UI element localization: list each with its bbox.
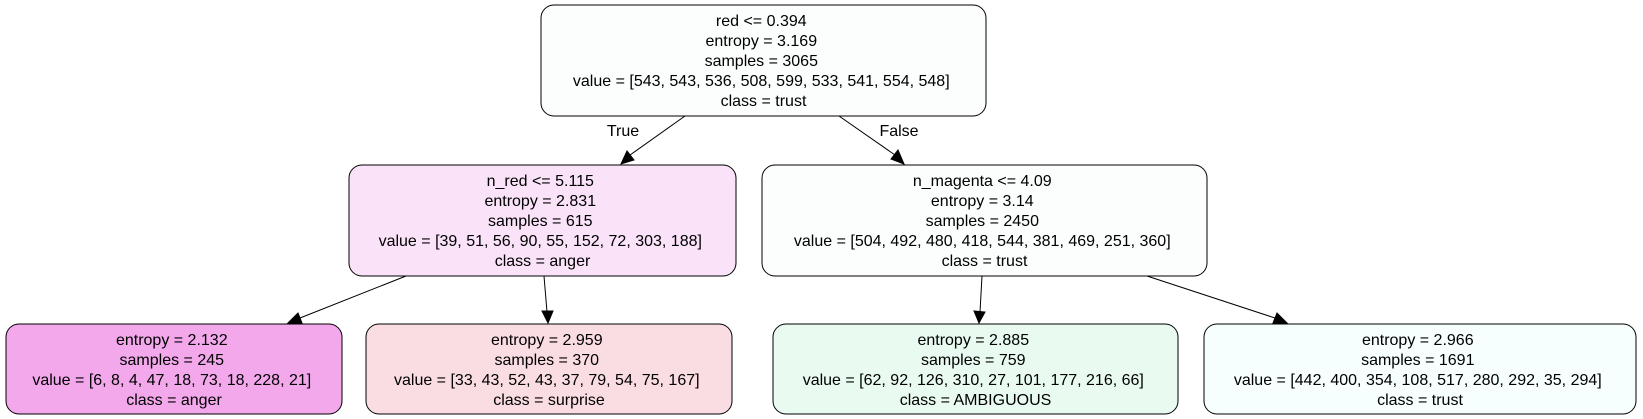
leaf-right-right-value: value = [442, 400, 354, 108, 517, 280, 2… [1234,372,1602,389]
tree-leaf-right-right: entropy = 2.966 samples = 1691 value = [… [1203,323,1637,415]
tree-node-root: red <= 0.394 entropy = 3.169 samples = 3… [540,4,987,117]
edge-root-right: False [838,115,919,165]
node-left-samples: samples = 615 [488,213,593,230]
node-right-entropy: entropy = 3.14 [931,193,1034,210]
node-box-right-left [772,323,1179,415]
node-right-value: value = [504, 492, 480, 418, 544, 381, 4… [794,233,1171,250]
leaf-right-left-class: class = AMBIGUOUS [900,392,1052,409]
node-box-left-left [5,323,343,415]
node-box-root [540,4,987,117]
tree-leaf-left-left: entropy = 2.132 samples = 245 value = [6… [5,323,343,415]
node-left-split: n_red <= 5.115 [487,173,594,190]
edge-label-false: False [879,123,918,140]
node-box-right-right [1203,323,1637,415]
edge-root-left: True [607,115,686,165]
node-box-left [348,164,737,277]
leaf-right-left-value: value = [62, 92, 126, 310, 27, 101, 177,… [803,372,1144,389]
svg-text:n_red <= 5.115 entropy =: n_red <= 5.115 entropy = 2.831 samples =… [379,173,707,270]
node-left-class: class = anger [495,253,591,270]
leaf-left-right-samples: samples = 370 [495,352,600,369]
leaf-left-right-class: class = surprise [493,392,605,409]
leaf-left-left-value: value = [6, 8, 4, 47, 18, 73, 18, 228, 2… [32,372,311,389]
edge-label-true: True [607,123,639,140]
node-left-entropy: entropy = 2.831 [484,193,596,210]
edge-left-leftleft [286,275,407,324]
leaf-right-right-entropy: entropy = 2.966 [1362,332,1474,349]
svg-text:red <= 0.394 entropy = 3: red <= 0.394 entropy = 3.169 samples = 3… [573,13,954,110]
leaf-left-right-entropy: entropy = 2.959 [491,332,603,349]
svg-text:entropy = 2.132 samples: entropy = 2.132 samples = 245 value = [6… [32,332,315,409]
leaf-right-left-entropy: entropy = 2.885 [917,332,1029,349]
leaf-right-left-samples: samples = 759 [921,352,1026,369]
node-right-class: class = trust [942,253,1028,270]
node-right-split: n_magenta <= 4.09 [913,173,1052,190]
node-root-class: class = trust [721,93,807,110]
node-box-left-right [365,323,733,415]
node-root-value: value = [543, 543, 536, 508, 599, 533, 5… [573,73,950,90]
tree-node-right: n_magenta <= 4.09 entropy = 3.14 samples… [761,164,1208,277]
leaf-left-left-entropy: entropy = 2.132 [116,332,228,349]
edge-right-rightright [1146,275,1289,324]
node-box-right [761,164,1208,277]
leaf-left-left-samples: samples = 245 [120,352,225,369]
leaf-left-right-value: value = [33, 43, 52, 43, 37, 79, 54, 75,… [394,372,700,389]
svg-text:entropy = 2.959 samples: entropy = 2.959 samples = 370 value = [3… [394,332,704,409]
edge-left-leftright [541,275,554,325]
svg-text:entropy = 2.966 samples: entropy = 2.966 samples = 1691 value = [… [1234,332,1606,409]
tree-leaf-right-left: entropy = 2.885 samples = 759 value = [6… [772,323,1179,415]
node-root-samples: samples = 3065 [705,53,819,70]
node-root-split: red <= 0.394 [716,13,807,30]
tree-leaf-left-right: entropy = 2.959 samples = 370 value = [3… [365,323,733,415]
leaf-right-right-class: class = trust [1377,392,1463,409]
leaf-left-left-class: class = anger [126,392,222,409]
leaf-right-right-samples: samples = 1691 [1361,352,1475,369]
svg-text:entropy = 2.885 samples: entropy = 2.885 samples = 759 value = [6… [803,332,1149,409]
node-right-samples: samples = 2450 [926,213,1040,230]
node-left-value: value = [39, 51, 56, 90, 55, 152, 72, 30… [379,233,702,250]
node-root-entropy: entropy = 3.169 [705,33,817,50]
edge-right-rightleft [973,275,986,325]
tree-node-left: n_red <= 5.115 entropy = 2.831 samples =… [348,164,737,277]
svg-text:n_magenta <= 4.09 entrop: n_magenta <= 4.09 entropy = 3.14 samples… [794,173,1175,270]
